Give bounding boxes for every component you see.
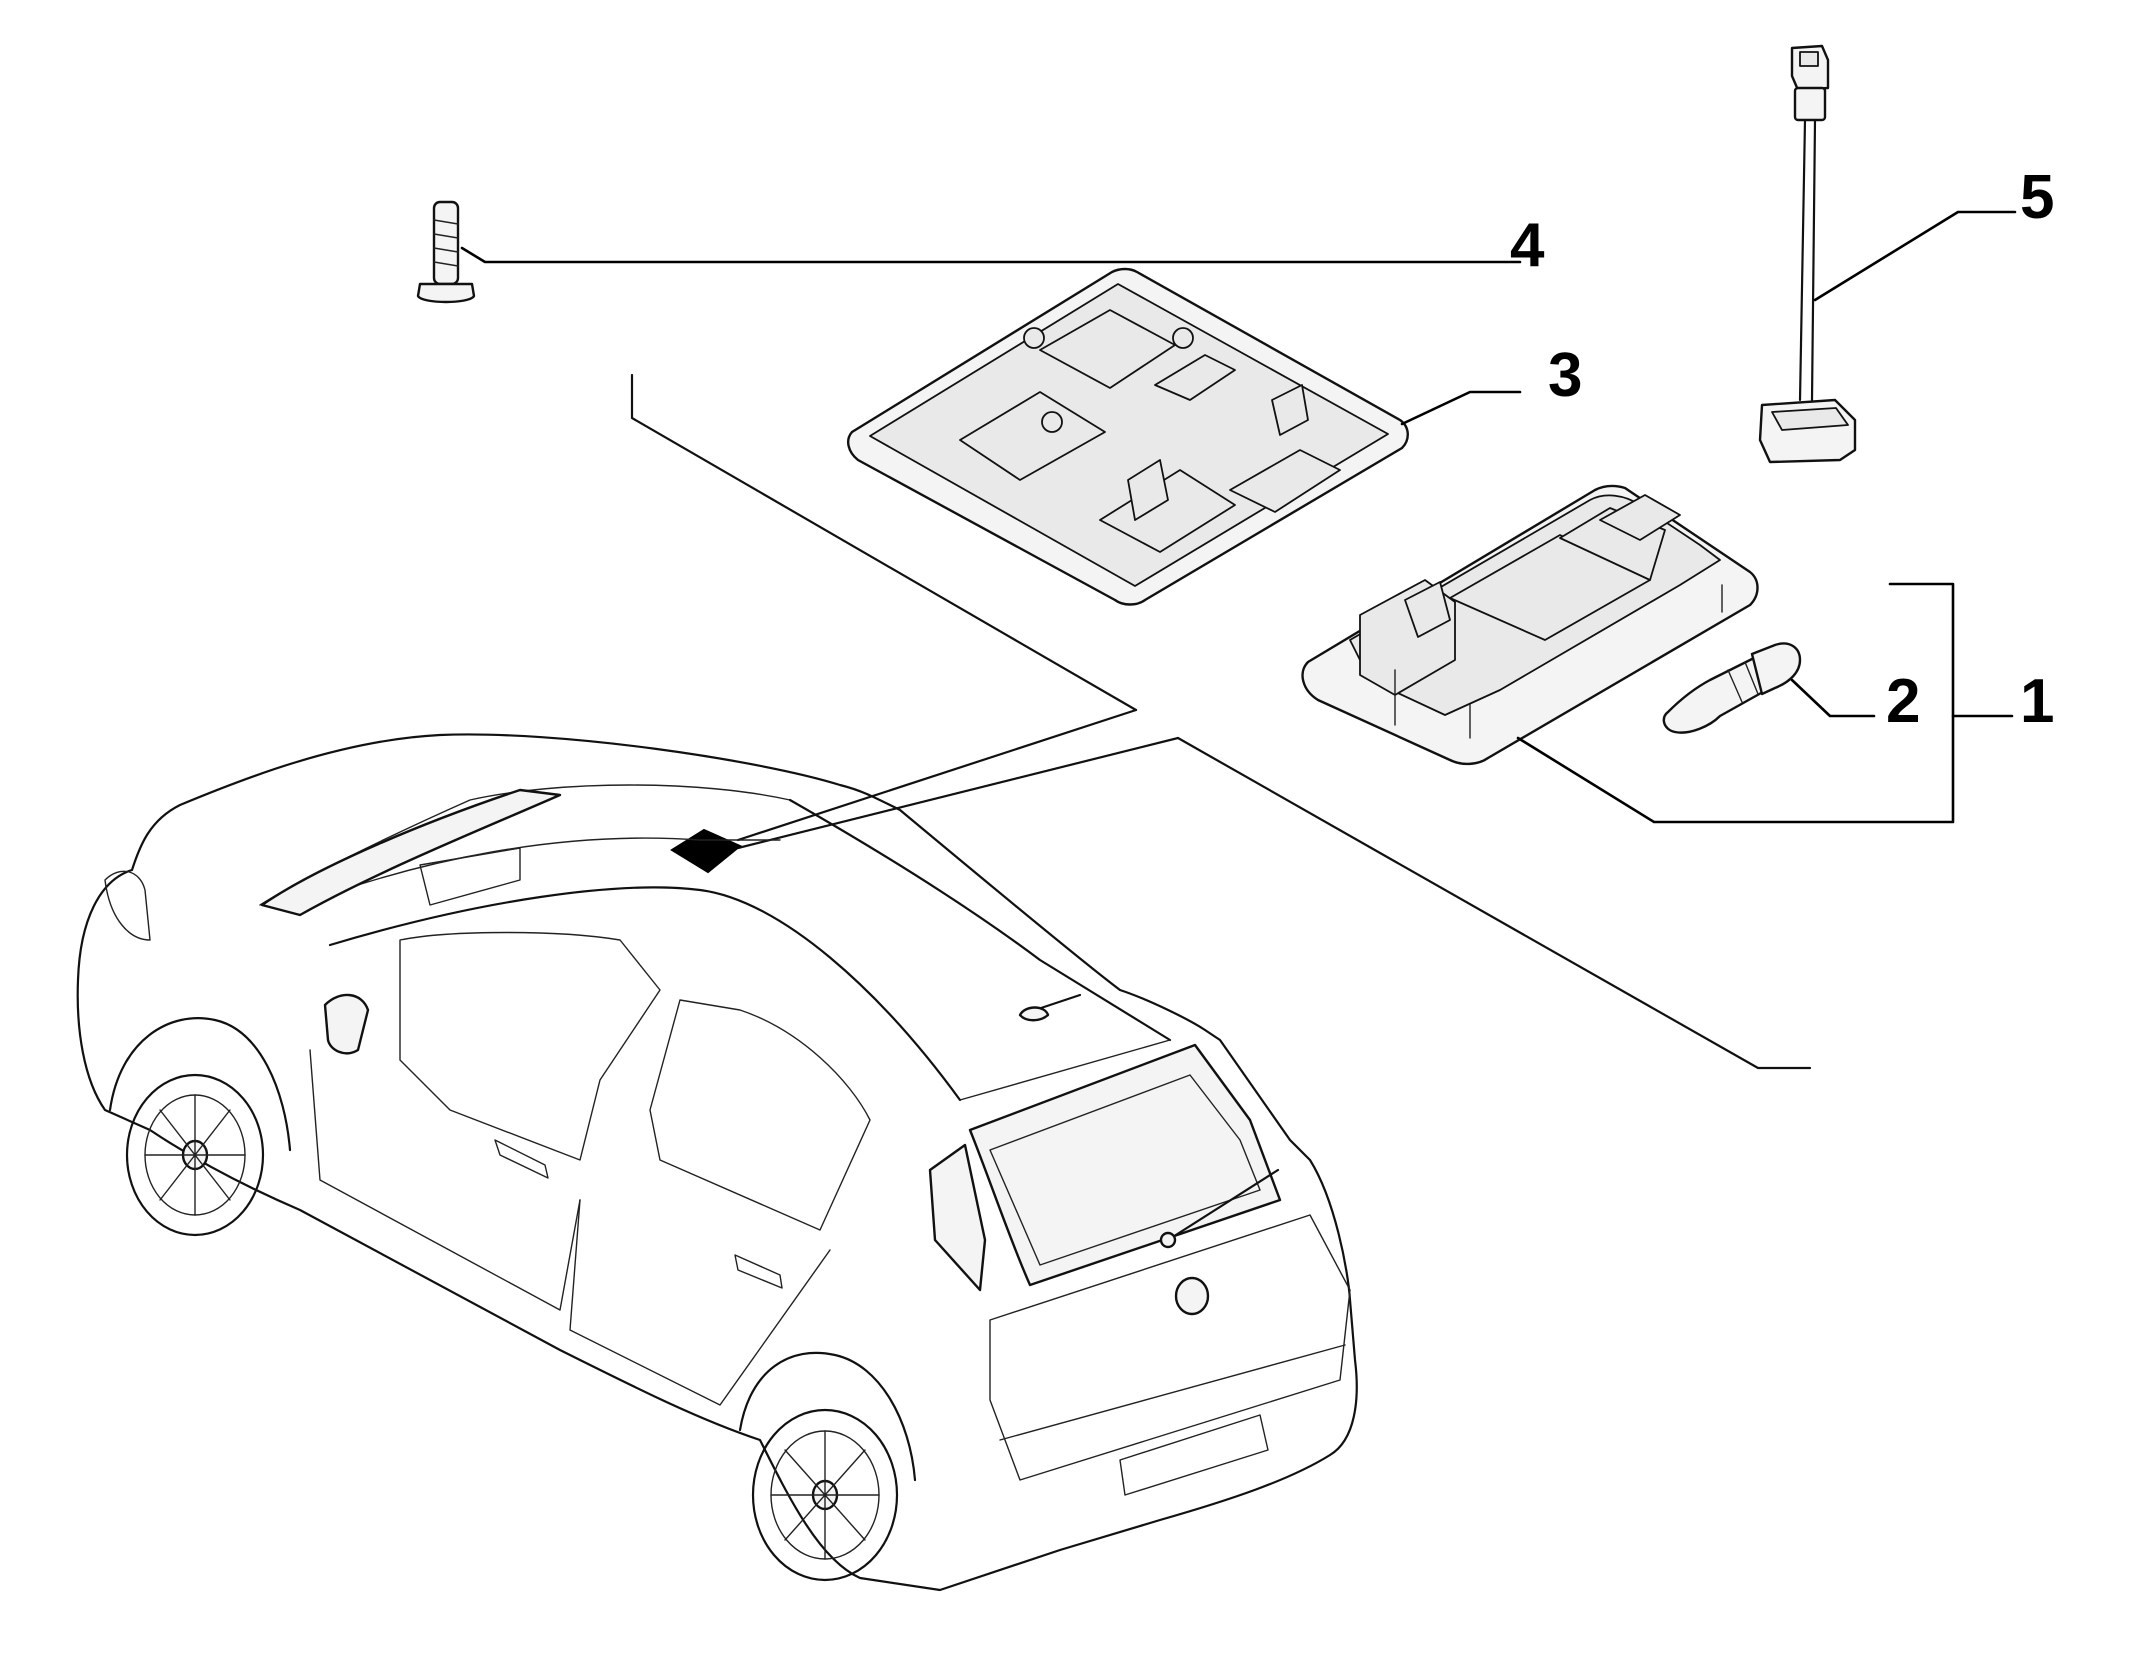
festoon-bulb-part bbox=[1662, 642, 1802, 734]
roof-location-pointer bbox=[670, 708, 1180, 874]
callout-1: 1 bbox=[2020, 667, 2054, 736]
roof-location-marker bbox=[670, 828, 742, 874]
callout-4: 4 bbox=[1510, 211, 1545, 280]
lamp-mounting-bracket bbox=[846, 267, 1409, 606]
car-icon bbox=[76, 733, 1358, 1592]
callout-3: 3 bbox=[1548, 341, 1582, 410]
exploded-view-boundary bbox=[630, 373, 1812, 1070]
leader-lines bbox=[460, 210, 2017, 824]
wiring-harness-part bbox=[1758, 44, 1857, 464]
callout-2: 2 bbox=[1886, 667, 1920, 736]
screw-part bbox=[416, 200, 476, 304]
courtesy-lamp-housing bbox=[1301, 484, 1759, 766]
callout-5: 5 bbox=[2020, 163, 2054, 232]
front-wheel bbox=[125, 1073, 265, 1237]
rear-wheel bbox=[751, 1408, 899, 1582]
